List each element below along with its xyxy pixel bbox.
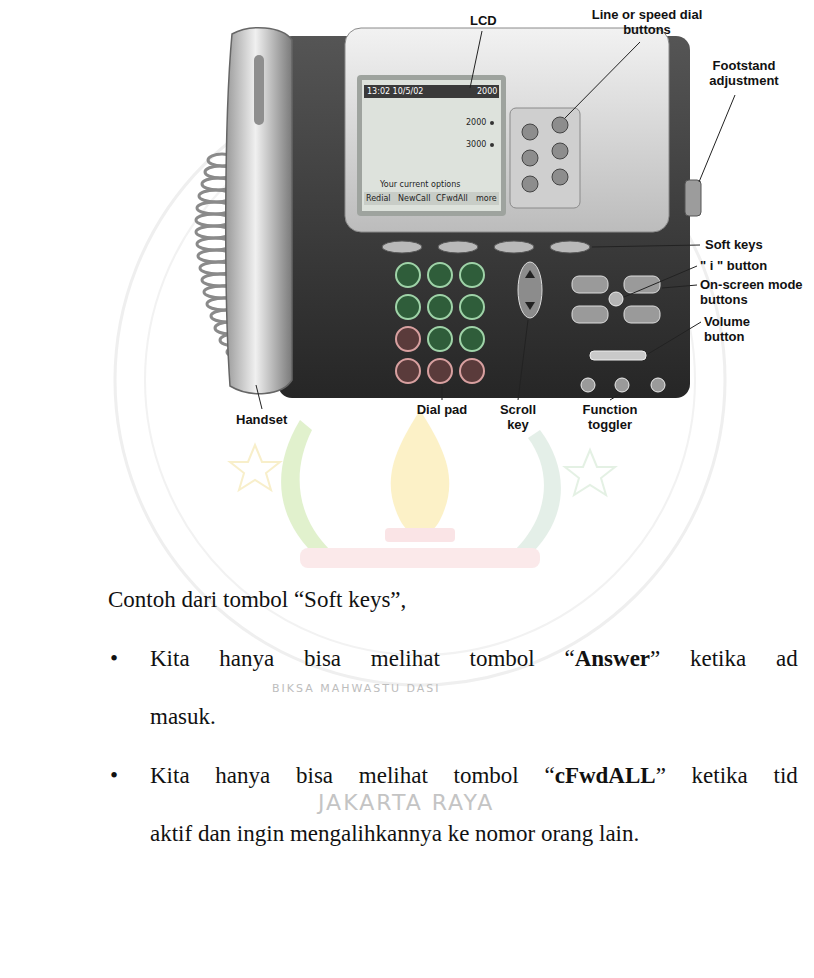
body-text: masuk. [150,704,216,729]
bullet-group: • [110,762,118,790]
screen-text-group: CFwdAll [436,194,468,203]
callout-label: " i " button [700,258,767,273]
callout-label: Line or speed dial buttons [592,7,703,37]
callout-label: Footstand adjustment [709,58,778,88]
screen-text: 3000 [466,140,486,149]
soft-keys [382,241,590,253]
callout-label: Soft keys [705,237,763,252]
mode-buttons [572,276,660,323]
screen-housing [345,28,669,232]
bullet: • [110,646,118,671]
lcd-screen [362,80,501,211]
scroll-key [518,262,542,318]
lcd-softkey-bar [364,192,499,205]
line-icon [490,143,494,147]
callout-label: Dial pad [417,402,468,417]
callout-label-group: Soft keys [705,237,763,252]
body-text-group: Kita hanya bisa melihat tombol “cFwdALL”… [150,762,798,790]
lcd-bezel [357,75,506,216]
screen-text: Redial [366,194,391,203]
callout-label-group: On-screen mode buttons [700,277,805,307]
screen-text: NewCall [398,194,430,203]
screen-text-group: 3000 [466,140,486,149]
handset [226,28,292,394]
body-text: Contoh dari tombol “Soft keys”, [108,587,406,612]
body-text-group: Contoh dari tombol “Soft keys”, [108,586,406,614]
leader-lines [256,31,735,409]
footstand-knob [685,180,701,216]
body-text: cFwdALL [555,763,656,788]
body-text: ” ketika tid [656,763,798,788]
screen-text: Your current options [380,180,461,189]
body-text-group: masuk. [150,703,216,731]
bullet-group: • [110,645,118,673]
body-text: Answer [575,646,650,671]
callout-label: Handset [236,412,287,427]
screen-text-group: Your current options [380,180,461,189]
body-text-group: aktif dan ingin mengalihkannya ke nomor … [150,820,639,848]
screen-text-group: 2000 [477,87,497,96]
body-text-group: Kita hanya bisa melihat tombol “Answer” … [150,645,798,673]
screen-text-group: 2000 [466,118,486,127]
callout-label-group: Handset [236,412,287,427]
line-icon [490,121,494,125]
screen-text: more [476,194,497,203]
volume-button [590,351,646,360]
callout-label-group: Dial pad [416,402,468,417]
i-button [609,292,623,306]
callout-label: On-screen mode buttons [700,277,803,307]
callout-label-group: " i " button [700,258,767,273]
screen-text: 13:02 10/5/02 [367,87,423,96]
callout-label-group: Scroll key [490,402,546,432]
callout-label-group: Footstand adjustment [694,58,794,88]
screen-text-group: more [476,194,497,203]
bullet: • [110,763,118,788]
callout-label-group: LCD [470,13,497,28]
line-button-panel [510,108,580,208]
body-text: aktif dan ingin mengalihkannya ke nomor … [150,821,639,846]
handset-slot [254,55,264,125]
body-text: Kita hanya bisa melihat tombol “ [150,646,575,671]
scroll-arrow [525,270,535,278]
screen-text-group: NewCall [398,194,430,203]
callout-label: Scroll key [500,402,536,432]
line-buttons [522,117,568,192]
scroll-arrow [525,302,535,310]
body-text: ” ketika ad [650,646,798,671]
screen-text: CFwdAll [436,194,468,203]
callout-label-group: Volume button [704,314,766,344]
dial-pad [396,263,484,383]
watermark-text: JAKARTA RAYA [318,790,494,815]
watermark-text: BIKSA MAHWASTU DASI [272,682,441,695]
watermark-text-group: BIKSA MAHWASTU DASI [272,682,441,695]
screen-text: 2000 [466,118,486,127]
callout-label-group: Line or speed dial buttons [582,7,712,37]
screen-text: 2000 [477,87,497,96]
lcd-header [364,85,499,98]
screen-text-group: 13:02 10/5/02 [367,87,423,96]
watermark-text-group: JAKARTA RAYA [318,790,494,816]
callout-label: Volume button [704,314,750,344]
body-text: Kita hanya bisa melihat tombol “ [150,763,555,788]
screen-text-group: Redial [366,194,391,203]
callout-label-group: Function toggler [572,402,648,432]
callout-label: Function toggler [583,402,638,432]
function-toggler [581,378,665,392]
callout-label: LCD [470,13,497,28]
